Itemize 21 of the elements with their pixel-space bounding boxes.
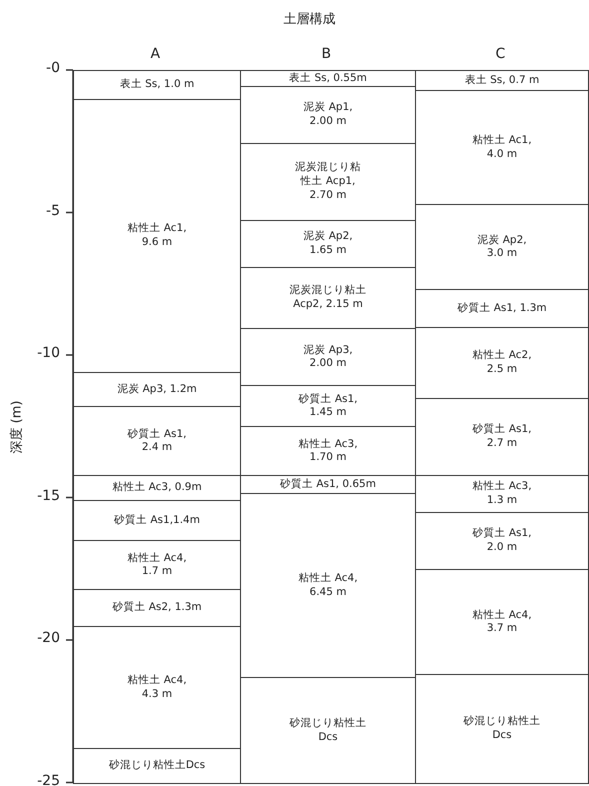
tick-label: -20 — [36, 630, 60, 646]
tick-label: -10 — [36, 345, 60, 361]
column-label: A — [150, 46, 160, 62]
tick-label: -5 — [45, 202, 60, 218]
soil-layer-box: 砂質土 As1, 2.4 m — [73, 406, 241, 476]
tick-label: -25 — [36, 772, 60, 786]
soil-layer-box: 砂混じり粘性土Dcs — [73, 748, 241, 784]
soil-layer-box: 砂混じり粘性土 Dcs — [240, 677, 416, 784]
chart-title: 土層構成 — [282, 11, 336, 28]
column-label: C — [496, 46, 506, 62]
soil-layer-box: 砂質土 As1,1.4m — [73, 500, 241, 542]
tick-label: -0 — [45, 60, 60, 76]
soil-layer-box: 砂混じり粘性土 Dcs — [415, 674, 589, 784]
soil-layer-box: 泥炭 Ap3, 1.2m — [73, 372, 241, 408]
soil-layer-box: 砂質土 As1, 1.3m — [415, 289, 589, 328]
soil-layer-box: 表土 Ss, 1.0 m — [73, 70, 241, 100]
soil-layer-box: 表土 Ss, 0.7 m — [415, 70, 589, 92]
axis-title: 深度 (m) — [8, 400, 26, 454]
soil-layer-box: 粘性土 Ac4, 1.7 m — [73, 540, 241, 590]
column-label: B — [322, 46, 332, 62]
tick-label: -15 — [36, 488, 60, 504]
